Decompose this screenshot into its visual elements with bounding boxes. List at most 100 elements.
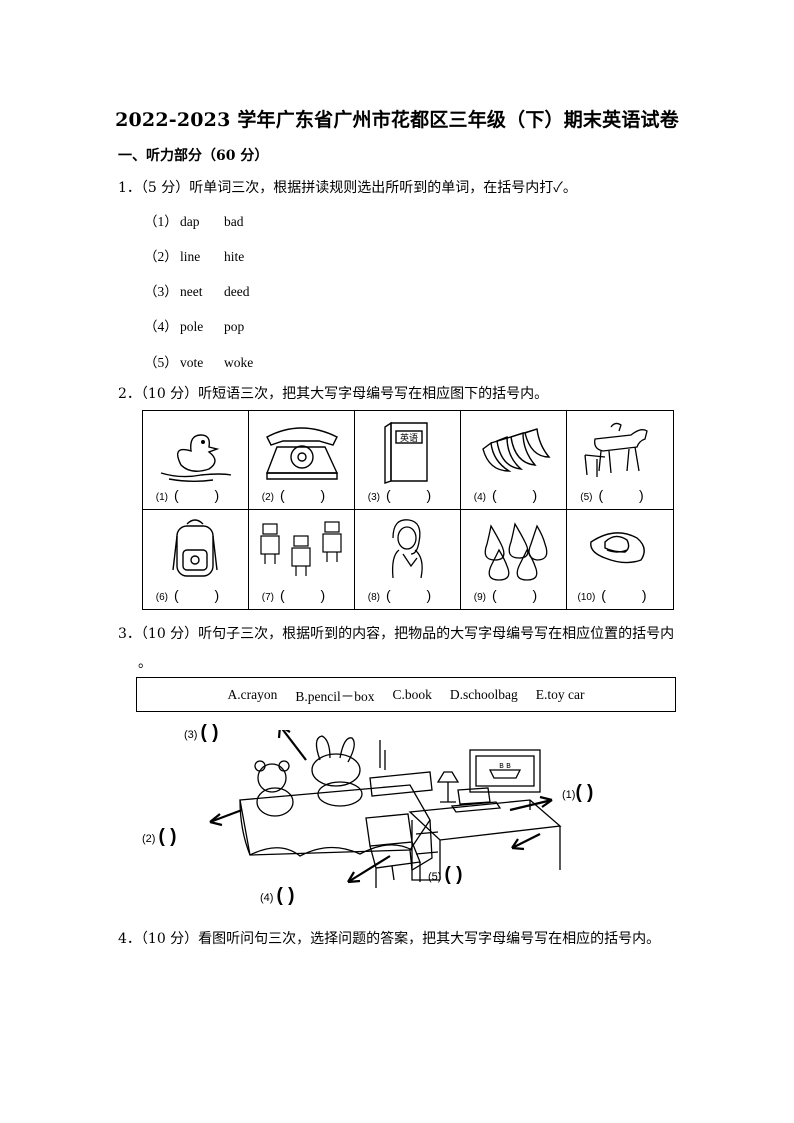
q1-option-b: deed <box>224 284 250 299</box>
laptop <box>450 787 502 813</box>
girl-icon <box>391 519 423 579</box>
blank-number: (3) <box>184 729 198 741</box>
scene-blank-1: (1)( ) <box>562 782 593 804</box>
scene-blank-2: (2) ( ) <box>142 826 176 848</box>
robots-icon <box>260 521 342 576</box>
telephone-icon <box>265 427 339 480</box>
option-e: E.toy car <box>535 686 585 702</box>
option-c: C.book <box>392 686 432 702</box>
picture-number: (10) <box>577 592 596 603</box>
pillow <box>369 771 433 797</box>
q1-option-number: （2） <box>144 249 178 264</box>
q1-option-number: （3） <box>144 284 178 299</box>
book-icon: 英语 <box>384 421 428 484</box>
answer-blank[interactable]: ( ) <box>575 782 594 803</box>
question-3-cont: 。 <box>138 655 152 671</box>
page-title: 2022-2023 学年广东省广州市花都区三年级（下）期末英语试卷 <box>115 109 679 131</box>
q1-option-row: （3）neet deed <box>144 280 249 300</box>
q1-option-a: line <box>180 249 201 264</box>
monitor: B B <box>469 749 541 793</box>
lamp <box>436 771 460 803</box>
q1-option-number: （1） <box>144 214 178 229</box>
picture-cell: (8) ( ) <box>355 510 461 609</box>
picture-cell: (9) ( ) <box>461 510 567 609</box>
teddy-bear <box>254 760 294 817</box>
horses-icon <box>584 422 648 477</box>
q1-option-a: dap <box>180 214 200 229</box>
answer-blank[interactable]: ( ) <box>386 487 448 503</box>
picture-cell: (1) ( ) <box>143 411 249 510</box>
option-d: D.schoolbag <box>449 686 518 702</box>
section-heading: 一、听力部分（60 分） <box>118 148 269 164</box>
blank-number: (2) <box>142 833 156 845</box>
option-a: A.crayon <box>227 686 278 702</box>
picture-cell: (10) ( ) <box>567 510 673 609</box>
duck-icon <box>160 434 232 482</box>
bedroom-scene: B B <box>209 730 562 888</box>
answer-blank[interactable]: ( ) <box>598 487 660 503</box>
question-1: 1．（5 分）听单词三次，根据拼读规则选出所听到的单词，在括号内打✓。 <box>118 180 577 196</box>
schoolbag-icon <box>172 519 218 577</box>
q1-option-a: pole <box>180 319 204 334</box>
q1-option-number: （4） <box>144 319 178 334</box>
blank-number: (5) <box>428 871 442 883</box>
question-4: 4．（10 分）看图听问句三次，选择问题的答案，把其大写字母编号写在相应的括号内… <box>118 931 661 947</box>
scene-blank-5: (5) ( ) <box>428 864 462 886</box>
answer-blank[interactable]: ( ) <box>174 587 236 603</box>
picture-cell: (5) ( ) <box>567 411 673 510</box>
picture-cell: (6) ( ) <box>143 510 249 609</box>
chair <box>365 813 421 888</box>
picture-number: (2) <box>261 492 274 503</box>
answer-blank[interactable]: ( ) <box>276 885 295 906</box>
monitor-label: B B <box>499 762 511 770</box>
answer-blank[interactable]: ( ) <box>200 722 219 743</box>
q1-option-row: （5）vote woke <box>144 351 253 371</box>
answer-blank[interactable]: ( ) <box>492 587 554 603</box>
picture-cell: (4) ( ) <box>461 411 567 510</box>
picture-number: (1) <box>155 492 168 503</box>
q1-option-a: vote <box>180 355 204 370</box>
picture-number: (9) <box>473 592 486 603</box>
q1-option-number: （5） <box>144 355 178 370</box>
picture-cell: (7) ( ) <box>249 510 355 609</box>
answer-blank[interactable]: ( ) <box>280 487 342 503</box>
q1-option-row: （1）dap bad <box>144 210 244 230</box>
q1-option-a: neet <box>180 284 203 299</box>
scene-blank-3: (3) ( ) <box>184 722 218 744</box>
options-box: A.crayon B.pencil－box C.book D.schoolbag… <box>136 677 676 712</box>
q1-option-b: woke <box>224 355 254 370</box>
question-2: 2．（10 分）听短语三次，把其大写字母编号写在相应图下的括号内。 <box>118 386 549 402</box>
answer-blank[interactable]: ( ) <box>158 826 177 847</box>
picture-number: (7) <box>261 592 274 603</box>
answer-blank[interactable]: ( ) <box>386 587 448 603</box>
pointer-arrows <box>209 730 553 884</box>
answer-blank[interactable]: ( ) <box>601 587 663 603</box>
answer-blank[interactable]: ( ) <box>492 487 554 503</box>
answer-blank[interactable]: ( ) <box>174 487 236 503</box>
pears-icon <box>484 522 548 581</box>
book-label: 英语 <box>400 432 418 444</box>
q1-option-b: hite <box>224 249 245 264</box>
picture-number: (5) <box>580 492 593 503</box>
bed <box>239 784 431 856</box>
picture-number: (4) <box>473 492 486 503</box>
hat-icon <box>590 532 645 564</box>
answer-blank[interactable]: ( ) <box>444 864 463 885</box>
blank-number: (4) <box>260 892 274 904</box>
toy-bunny <box>311 735 363 807</box>
q1-option-row: （4）pole pop <box>144 315 244 335</box>
question-3: 3．（10 分）听句子三次，根据听到的内容，把物品的大写字母编号写在相应位置的括… <box>118 626 675 642</box>
bananas-icon <box>482 428 551 472</box>
picture-cell: (2) ( ) <box>249 411 355 510</box>
q1-option-b: pop <box>224 319 245 334</box>
scene-blank-4: (4) ( ) <box>260 885 294 907</box>
picture-number: (3) <box>367 492 380 503</box>
blank-number: (1) <box>562 789 576 801</box>
option-b: B.pencil－box <box>295 688 375 704</box>
picture-number: (8) <box>367 592 380 603</box>
picture-cell: 英语 (3) ( ) <box>355 411 461 510</box>
q1-option-row: （2）line hite <box>144 245 244 265</box>
answer-blank[interactable]: ( ) <box>280 587 342 603</box>
q1-option-b: bad <box>224 214 244 229</box>
picture-number: (6) <box>155 592 168 603</box>
